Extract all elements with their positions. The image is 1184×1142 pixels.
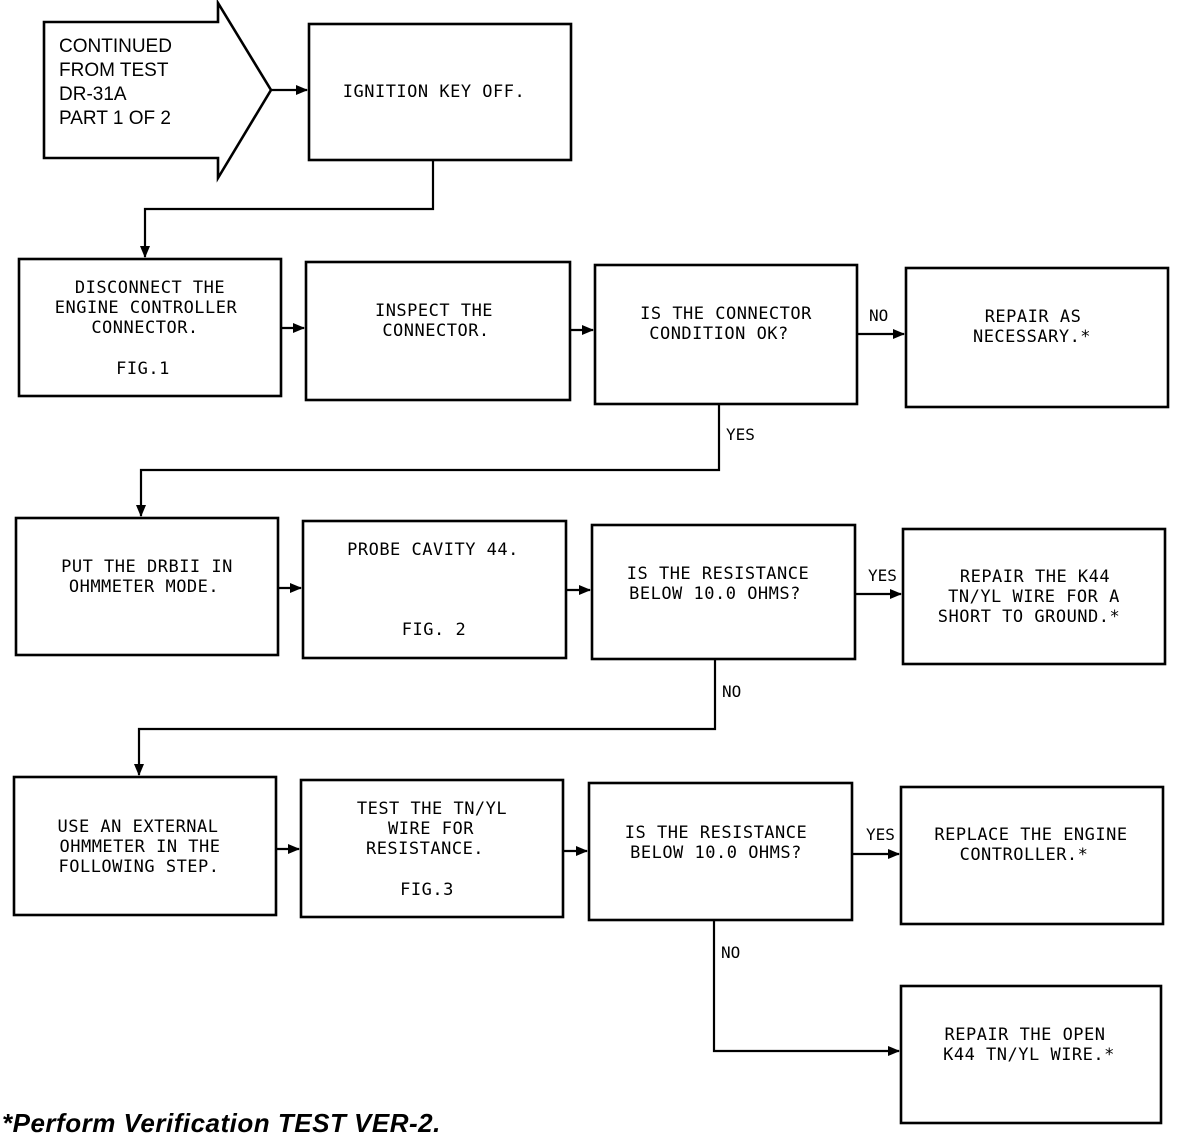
step-ignition-key-off: IGNITION KEY OFF.: [307, 22, 573, 162]
replace-line-1: REPLACE THE ENGINE: [934, 825, 1127, 845]
label-no-connector: NO: [869, 306, 888, 325]
resist2-line-2: BELOW 10.0 OHMS?: [630, 843, 802, 863]
step-inspect-connector: INSPECT THE CONNECTOR.: [304, 260, 572, 402]
label-yes-resist2: YES: [866, 825, 895, 844]
step-replace-engine-controller: REPLACE THE ENGINE CONTROLLER.*: [899, 785, 1165, 926]
start-line-3: DR-31A: [59, 84, 127, 105]
external-line-1: USE AN EXTERNAL: [57, 817, 218, 837]
decision-connector-ok: IS THE CONNECTOR CONDITION OK?: [593, 263, 859, 406]
step-put-drbii-ohmmeter: PUT THE DRBII IN OHMMETER MODE.: [14, 516, 280, 657]
drbii-line-1: PUT THE DRBII IN: [61, 557, 233, 577]
step-repair-as-necessary: REPAIR AS NECESSARY.*: [904, 266, 1170, 409]
footnote-verification: *Perform Verification TEST VER-2.: [2, 1108, 441, 1138]
disconnect-line-3: CONNECTOR.: [91, 318, 198, 338]
replace-line-2: CONTROLLER.*: [960, 845, 1089, 865]
connector-resist1-no-to-external: [134, 659, 717, 776]
probe-line-1: PROBE CAVITY 44.: [347, 540, 519, 560]
repair-necessary-line-1: REPAIR AS: [985, 307, 1082, 327]
repair-open-line-2: K44 TN/YL WIRE.*: [943, 1045, 1115, 1065]
test-wire-line-1: TEST THE TN/YL: [357, 799, 507, 819]
disconnect-line-2: ENGINE CONTROLLER: [55, 298, 238, 318]
disconnect-fig-label: FIG.1: [116, 359, 170, 379]
repair-short-line-2: TN/YL WIRE FOR A: [948, 587, 1120, 607]
external-line-3: FOLLOWING STEP.: [58, 857, 219, 877]
resist1-line-2: BELOW 10.0 OHMS?: [629, 584, 801, 604]
step-ignition-text: IGNITION KEY OFF.: [343, 82, 526, 102]
connector-ignition-to-disconnect: [140, 160, 435, 258]
probe-fig-label: FIG. 2: [402, 620, 466, 640]
repair-short-line-3: SHORT TO GROUND.*: [938, 607, 1121, 627]
connector-decision-yes-to-drbii: [136, 404, 721, 517]
connector-ok-line-2: CONDITION OK?: [649, 324, 789, 344]
connector-resist2-no-to-repair-open: [712, 920, 900, 1056]
inspect-line-1: INSPECT THE: [375, 301, 493, 321]
inspect-line-2: CONNECTOR.: [382, 321, 489, 341]
disconnect-line-1: DISCONNECT THE: [75, 278, 225, 298]
start-arrow-shape: CONTINUED FROM TEST DR-31A PART 1 OF 2: [42, 0, 273, 183]
external-line-2: OHMMETER IN THE: [59, 837, 220, 857]
decision-resistance-2: IS THE RESISTANCE BELOW 10.0 OHMS?: [587, 781, 854, 922]
step-repair-open-wire: REPAIR THE OPEN K44 TN/YL WIRE.*: [899, 984, 1163, 1125]
decision-resistance-1: IS THE RESISTANCE BELOW 10.0 OHMS?: [590, 523, 857, 661]
resist1-line-1: IS THE RESISTANCE: [627, 564, 810, 584]
step-test-wire-resistance: TEST THE TN/YL WIRE FOR RESISTANCE. FIG.…: [299, 778, 565, 919]
test-wire-line-3: RESISTANCE.: [366, 839, 484, 859]
repair-short-line-1: REPAIR THE K44: [960, 567, 1110, 587]
drbii-line-2: OHMMETER MODE.: [69, 577, 219, 597]
repair-open-line-1: REPAIR THE OPEN: [944, 1025, 1105, 1045]
start-line-1: CONTINUED: [59, 36, 172, 57]
step-repair-short-to-ground: REPAIR THE K44 TN/YL WIRE FOR A SHORT TO…: [901, 527, 1167, 666]
label-no-resist1: NO: [722, 682, 741, 701]
connector-ok-line-1: IS THE CONNECTOR: [640, 304, 812, 324]
step-probe-cavity: PROBE CAVITY 44. FIG. 2: [301, 519, 568, 660]
resist2-line-1: IS THE RESISTANCE: [625, 823, 808, 843]
label-no-resist2: NO: [721, 943, 740, 962]
step-use-external-ohmmeter: USE AN EXTERNAL OHMMETER IN THE FOLLOWIN…: [12, 775, 278, 917]
label-yes-connector: YES: [726, 425, 755, 444]
step-disconnect-connector: DISCONNECT THE ENGINE CONTROLLER CONNECT…: [17, 257, 283, 398]
test-wire-fig-label: FIG.3: [400, 880, 454, 900]
start-line-4: PART 1 OF 2: [59, 108, 171, 129]
test-wire-line-2: WIRE FOR: [388, 819, 474, 839]
start-line-2: FROM TEST: [59, 60, 169, 81]
label-yes-resist1: YES: [868, 566, 897, 585]
repair-necessary-line-2: NECESSARY.*: [973, 327, 1091, 347]
